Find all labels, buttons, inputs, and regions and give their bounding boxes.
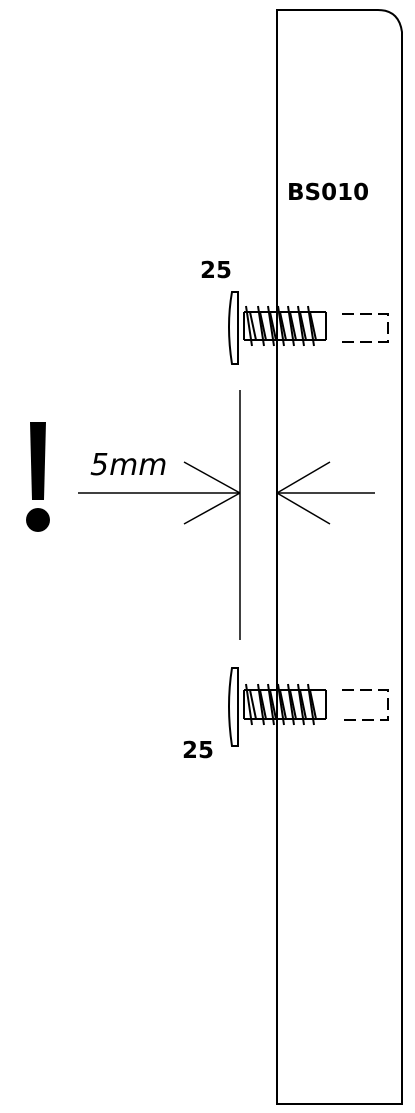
screw-top: [228, 291, 389, 365]
exclamation-icon: [26, 422, 50, 532]
panel-outline: [276, 9, 403, 1105]
dimension-lines: [78, 390, 375, 640]
screw-bottom: [228, 667, 389, 747]
screw-bottom-label: 25: [182, 738, 214, 764]
dimension-label: 5mm: [90, 448, 168, 483]
part-label: BS010: [287, 180, 369, 206]
screw-top-label: 25: [200, 258, 232, 284]
